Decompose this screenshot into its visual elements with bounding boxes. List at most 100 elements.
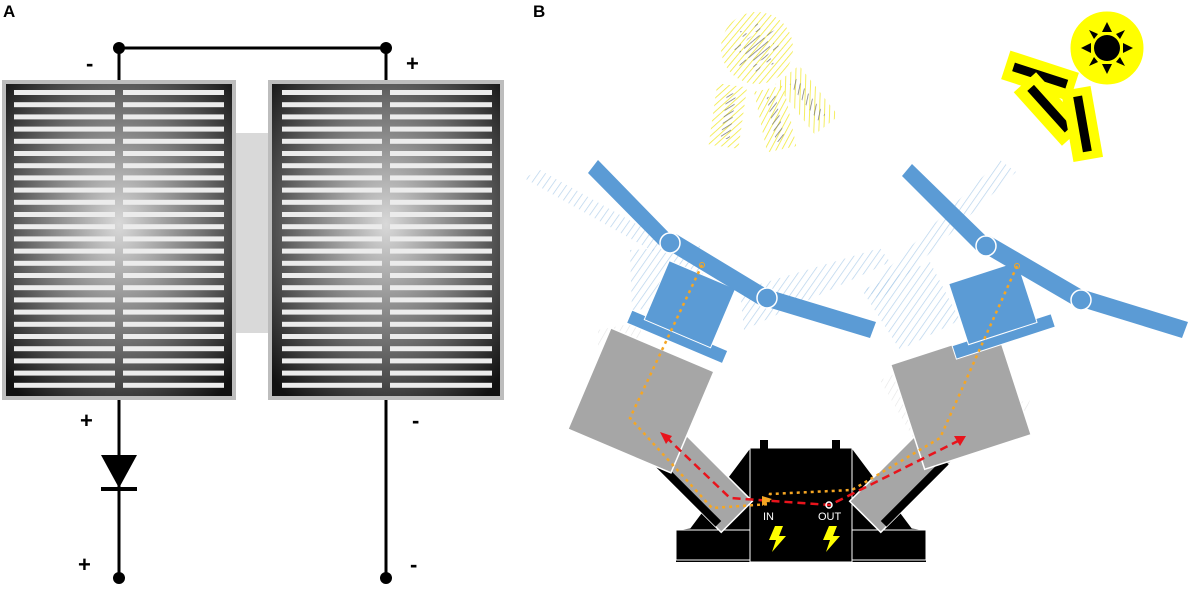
cell-stripe [282,102,382,108]
solar-cell-left [2,80,236,400]
diode-symbol [101,455,137,491]
cell-stripe [14,309,115,315]
cell-stripe [123,334,224,339]
cell-stripe [390,163,492,169]
cell-stripe [123,370,224,376]
top-left-node [113,42,125,54]
cell-stripe [14,260,115,266]
cell-stripe [14,175,115,181]
cell-stripe [390,248,492,254]
cell-stripe [282,248,382,254]
cell-stripe [14,236,115,242]
cell-stripe [390,114,492,120]
cell-stripe [282,90,382,95]
cell-stripe [123,163,224,169]
panel-a-label: A [3,2,15,21]
cell-stripe [390,224,492,230]
right-tracker-body [848,260,1056,534]
sign-top-right: + [406,51,419,76]
panel-b-label: B [533,2,545,21]
in-lightning-icon [769,526,786,552]
cell-stripe [14,114,115,120]
cell-stripe [282,212,382,217]
cell-stripe [390,199,492,205]
cell-stripe [390,151,492,156]
cell-stripe [390,236,492,242]
cell-stripe [390,187,492,193]
cell-stripe [123,114,224,120]
cell-stripe [282,187,382,193]
out-lightning-icon [823,526,840,552]
cell-stripe [123,151,224,156]
right-solar-wings [902,164,1188,338]
yellow-path-left [628,264,771,510]
cell-stripe [14,358,115,364]
cell-stripe [282,297,382,303]
cell-stripe [390,382,492,388]
cell-stripe [390,346,492,352]
cell-stripe [282,224,382,230]
cell-stripe [123,236,224,242]
cell-stripe [282,309,382,315]
sign-top-left: - [86,51,93,76]
cell-stripe [14,346,115,352]
cell-stripe [282,370,382,376]
cell-stripe [282,138,382,144]
cell-stripe [123,187,224,193]
cell-stripe [123,199,224,205]
cell-stripe [14,138,115,144]
cell-stripe [123,285,224,291]
cell-stripe [282,151,382,156]
cell-stripe [282,236,382,242]
cell-stripe [123,126,224,132]
cell-stripe [390,334,492,339]
cell-stripe [14,212,115,217]
cell-stripe [123,297,224,303]
cell-stripe [14,321,115,327]
cell-stripe [123,321,224,327]
cell-stripe [123,382,224,388]
cell-stripe [390,212,492,217]
cell-stripe [123,248,224,254]
cell-stripe [390,175,492,181]
right-terminal [380,572,392,584]
sign-diode-top: + [80,408,93,433]
cell-stripe [14,126,115,132]
cell-stripe [282,175,382,181]
sun-icon [1001,11,1144,163]
cell-stripe [14,273,115,278]
cell-stripe [123,309,224,315]
cell-stripe [14,370,115,376]
left-terminal [113,572,125,584]
cell-stripe [282,199,382,205]
cell-stripe [14,382,115,388]
dim-sun-icon [708,12,839,153]
cell-stripe [282,126,382,132]
out-label: OUT [818,511,842,523]
cell-stripe [282,358,382,364]
cell-stripe [14,297,115,303]
cell-stripe [123,212,224,217]
cell-stripe [14,187,115,193]
cell-stripe [14,248,115,254]
cell-stripe [123,346,224,352]
cell-stripe [14,285,115,291]
energy-flow-paths [628,262,1020,510]
cell-stripe [123,90,224,95]
cell-stripe [123,260,224,266]
left-tracker-body [566,260,754,534]
cell-stripe [14,199,115,205]
cell-stripe [282,346,382,352]
cell-stripe [390,358,492,364]
cell-stripe [123,273,224,278]
left-solar-wings [588,160,876,338]
cell-stripe [123,138,224,144]
cell-stripe [14,102,115,108]
cell-stripe [282,321,382,327]
cell-stripe [123,175,224,181]
cell-stripe [390,321,492,327]
sign-left-terminal: + [78,552,91,577]
cell-connector [236,133,270,333]
cell-stripe [390,102,492,108]
